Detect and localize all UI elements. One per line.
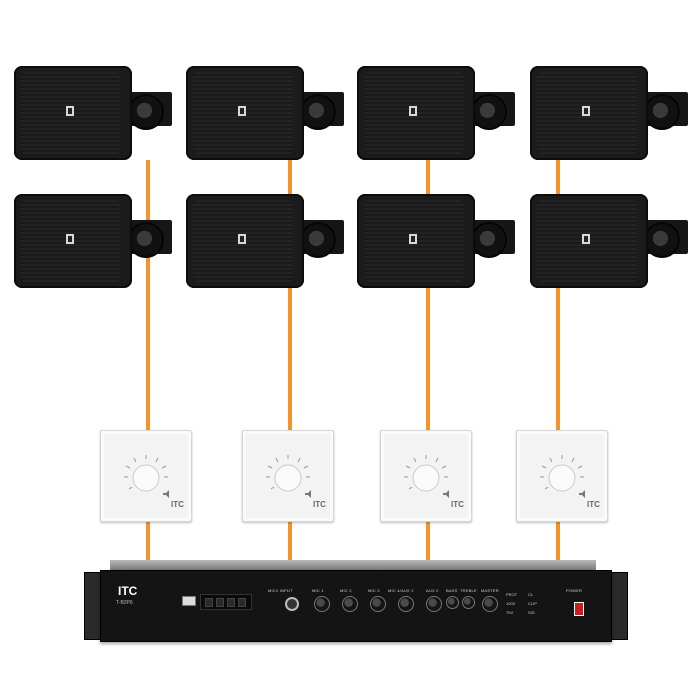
- speaker-mount-knob: [471, 94, 507, 130]
- volume-control-plate: ITC: [380, 430, 472, 522]
- volume-control-logo: ITC: [451, 500, 464, 509]
- indicator-label: CL: [528, 592, 534, 597]
- wall-speaker: [530, 194, 690, 288]
- input-label: MIC 2: [340, 588, 352, 593]
- volume-dial-icon[interactable]: [381, 431, 471, 521]
- indicator-label: PROT: [506, 592, 518, 597]
- bass-knob[interactable]: [446, 596, 459, 609]
- speaker-logo: [66, 106, 74, 116]
- amplifier-logo: ITC: [118, 584, 138, 598]
- input-label: MIC1 INPUT: [268, 588, 293, 593]
- indicator-label: 100V: [506, 601, 516, 606]
- power-switch[interactable]: [574, 602, 584, 616]
- speaker-logo: [582, 234, 590, 244]
- volume-dial-icon[interactable]: [517, 431, 607, 521]
- volume-control-logo: ITC: [171, 500, 184, 509]
- input-label: AUX 2: [426, 588, 439, 593]
- speaker-wire-1: [146, 160, 150, 585]
- input-label: MIC 4/AUX 1: [388, 588, 414, 593]
- speaker-mount-knob: [300, 222, 336, 258]
- speaker-mount-knob: [128, 94, 164, 130]
- media-display: [200, 594, 252, 610]
- media-button[interactable]: [238, 598, 246, 607]
- speaker-cabinet: [14, 194, 132, 288]
- input-label: MASTER: [481, 588, 499, 593]
- input-label: BASS: [446, 588, 458, 593]
- speaker-logo: [582, 106, 590, 116]
- speaker-logo: [409, 106, 417, 116]
- treble-knob[interactable]: [462, 596, 475, 609]
- amplifier-top-cover: [110, 560, 596, 572]
- speaker-mount-knob: [128, 222, 164, 258]
- media-button[interactable]: [205, 598, 213, 607]
- mic2-volume-knob[interactable]: [342, 596, 358, 612]
- speaker-mount-knob: [644, 94, 680, 130]
- speaker-cabinet: [357, 194, 475, 288]
- speaker-logo: [238, 234, 246, 244]
- speaker-cabinet: [186, 66, 304, 160]
- amplifier-model: T-B2P6: [116, 600, 133, 606]
- wall-speaker: [357, 66, 517, 160]
- wall-speaker: [14, 66, 174, 160]
- speaker-logo: [66, 234, 74, 244]
- mic1-volume-knob[interactable]: [314, 596, 330, 612]
- volume-control-plate: ITC: [242, 430, 334, 522]
- volume-control-logo: ITC: [313, 500, 326, 509]
- speaker-logo: [409, 234, 417, 244]
- volume-control-plate: ITC: [516, 430, 608, 522]
- speaker-cabinet: [186, 194, 304, 288]
- indicator-label: SIG: [528, 610, 535, 615]
- volume-dial-icon[interactable]: [243, 431, 333, 521]
- aux2-volume-knob[interactable]: [426, 596, 442, 612]
- speaker-cabinet: [14, 66, 132, 160]
- speaker-wire-2: [288, 160, 292, 585]
- input-label: MIC 1: [312, 588, 324, 593]
- speaker-wire-3: [426, 160, 430, 585]
- mic3-volume-knob[interactable]: [370, 596, 386, 612]
- mic4-aux1-volume-knob[interactable]: [398, 596, 414, 612]
- volume-control-plate: ITC: [100, 430, 192, 522]
- volume-control-logo: ITC: [587, 500, 600, 509]
- master-volume-knob[interactable]: [482, 596, 498, 612]
- media-button[interactable]: [227, 598, 235, 607]
- speaker-cabinet: [530, 66, 648, 160]
- mic-input-jack[interactable]: [285, 597, 299, 611]
- speaker-logo: [238, 106, 246, 116]
- indicator-label: CLIP: [528, 601, 537, 606]
- input-label: TREBLE: [460, 588, 477, 593]
- media-button[interactable]: [216, 598, 224, 607]
- wall-speaker: [186, 66, 346, 160]
- wall-speaker: [530, 66, 690, 160]
- speaker-mount-knob: [300, 94, 336, 130]
- speaker-wire-4: [556, 160, 560, 585]
- speaker-mount-knob: [644, 222, 680, 258]
- volume-dial-icon[interactable]: [101, 431, 191, 521]
- indicator-label: 70V: [506, 610, 514, 615]
- wall-speaker: [14, 194, 174, 288]
- usb-port[interactable]: [182, 596, 196, 606]
- speaker-cabinet: [357, 66, 475, 160]
- wall-speaker: [186, 194, 346, 288]
- power-label: POWER: [566, 588, 583, 593]
- speaker-mount-knob: [471, 222, 507, 258]
- speaker-cabinet: [530, 194, 648, 288]
- wall-speaker: [357, 194, 517, 288]
- input-label: MIC 3: [368, 588, 380, 593]
